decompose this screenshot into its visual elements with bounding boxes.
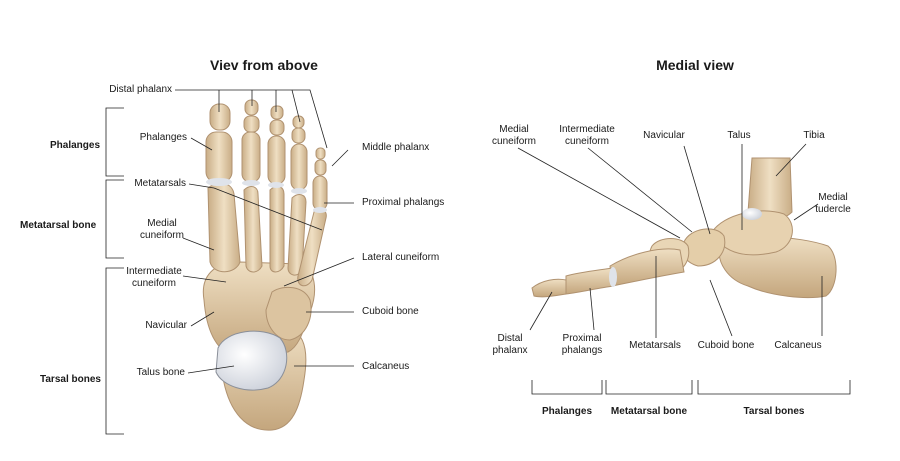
group-metatarsal-medial: Metatarsal bone	[610, 406, 688, 417]
label-calcaneus-medial: Calcaneus	[774, 340, 822, 351]
top-view-leaders	[105, 89, 355, 435]
talus-cartilage-top	[215, 330, 288, 391]
label-middle-phalanx-top: Middle phalanx	[362, 142, 430, 153]
middle-phalanx-2	[243, 115, 260, 133]
label-distal-phalanx-medial: Distal phalanx	[492, 333, 528, 356]
label-talus-medial: Talus	[727, 130, 751, 141]
middle-phalanx-4	[291, 127, 306, 144]
title-medial-view: Medial view	[656, 57, 734, 73]
foot-top-view	[202, 99, 328, 431]
middle-phalanx-5	[314, 159, 327, 176]
medial-view-leaders	[517, 143, 851, 395]
group-metatarsal-top: Metatarsal bone	[20, 220, 97, 231]
label-proximal-phalangs-top: Proximal phalangs	[362, 197, 445, 208]
group-tarsal-medial: Tarsal bones	[743, 406, 805, 417]
label-navicular-top: Navicular	[145, 320, 187, 331]
distal-phalanx-2	[244, 99, 259, 116]
label-phalanges-top: Phalanges	[139, 132, 187, 143]
distal-phalanx-1	[209, 103, 231, 131]
proximal-phalanx-4	[290, 143, 308, 191]
group-phalanges-medial: Phalanges	[541, 406, 593, 417]
label-medial-cuneiform-top: Medial cuneiform	[140, 218, 184, 241]
title-view-from-above: Viev from above	[210, 57, 318, 73]
label-calcaneus-top: Calcaneus	[362, 361, 410, 372]
proximal-phalanx-5	[312, 175, 328, 211]
label-proximal-phalangs-medial: Proximal phalangs	[561, 333, 603, 356]
talus-bone-medial	[711, 210, 793, 256]
metatarsal-2	[243, 186, 263, 273]
cuboid-bone-top	[265, 286, 312, 341]
label-metatarsals-medial: Metatarsals	[629, 340, 681, 351]
metatarsal-bone-medial	[609, 248, 685, 287]
label-cuboid-bone-medial: Cuboid bone	[697, 340, 755, 351]
proximal-phalanx-3	[267, 135, 286, 185]
label-distal-phalanx-top: Distal phalanx	[109, 84, 172, 95]
label-intermediate-cuneiform-top: Intermediate cuneiform	[126, 266, 182, 289]
label-lateral-cuneiform-top: Lateral cuneiform	[362, 252, 440, 263]
label-intermediate-cuneiform-medial: Intermediate cuneiform	[559, 124, 615, 147]
distal-phalanx-5	[315, 147, 326, 160]
label-tibia-medial: Tibia	[803, 130, 825, 141]
label-talus-bone-top: Talus bone	[136, 367, 185, 378]
label-medial-tudercle: Medial tudercle	[815, 192, 851, 215]
foot-medial-view	[531, 157, 837, 299]
distal-phalanx-3	[270, 105, 284, 120]
proximal-phalanx-1	[205, 131, 233, 183]
middle-phalanx-3	[269, 119, 285, 136]
label-navicular-medial: Navicular	[643, 130, 685, 141]
metatarsal-3	[269, 186, 285, 273]
distal-phalanx-4	[292, 115, 305, 129]
label-medial-cuneiform-medial: Medial cuneiform	[492, 124, 536, 147]
group-phalanges-top: Phalanges	[50, 140, 101, 151]
group-tarsal-top: Tarsal bones	[40, 374, 101, 385]
distal-phalanx-medial	[531, 278, 567, 298]
navicular-bone-medial	[682, 228, 726, 267]
proximal-phalanx-2	[241, 131, 261, 183]
label-cuboid-bone-top: Cuboid bone	[362, 306, 419, 317]
label-metatarsals-top: Metatarsals	[134, 178, 186, 189]
